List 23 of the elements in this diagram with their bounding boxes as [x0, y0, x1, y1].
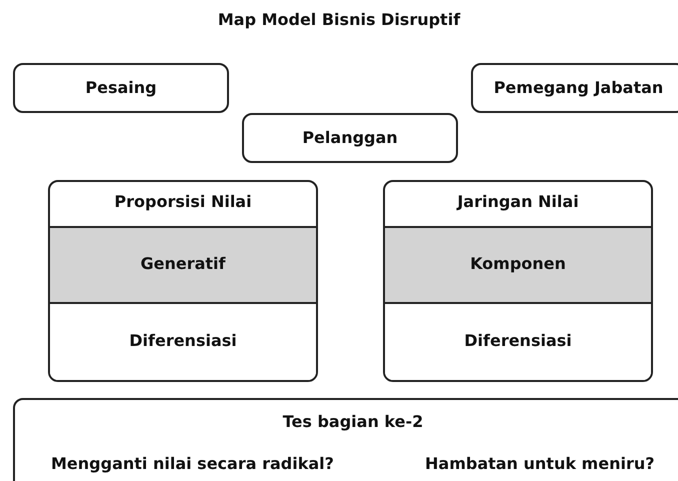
panel-heading: Jaringan Nilai [456, 192, 580, 211]
rounded-box [471, 63, 678, 113]
rounded-panel [383, 180, 653, 382]
panel-section [50, 302, 316, 380]
box-label: Generatif [139, 254, 227, 273]
box-label: Pelanggan [301, 128, 399, 147]
box-label: Diferensiasi [128, 331, 238, 350]
shaded-band [50, 226, 316, 302]
box-label: Diferensiasi [463, 331, 573, 350]
shaded-band [385, 226, 651, 302]
section-heading: Tes bagian ke-2 [282, 412, 424, 431]
diagram-title: Map Model Bisnis Disruptif [216, 10, 462, 29]
panel-heading: Proporsisi Nilai [113, 192, 253, 211]
rounded-box [13, 398, 678, 481]
rounded-panel [48, 180, 318, 382]
box-label: Pesaing [84, 78, 158, 97]
question-text: Hambatan untuk meniru? [425, 454, 655, 473]
rounded-box [13, 63, 229, 113]
panel-section [385, 302, 651, 380]
question-text: Mengganti nilai secara radikal? [51, 454, 334, 473]
rounded-box [242, 113, 458, 163]
box-label: Komponen [469, 254, 567, 273]
box-label: Pemegang Jabatan [492, 78, 664, 97]
